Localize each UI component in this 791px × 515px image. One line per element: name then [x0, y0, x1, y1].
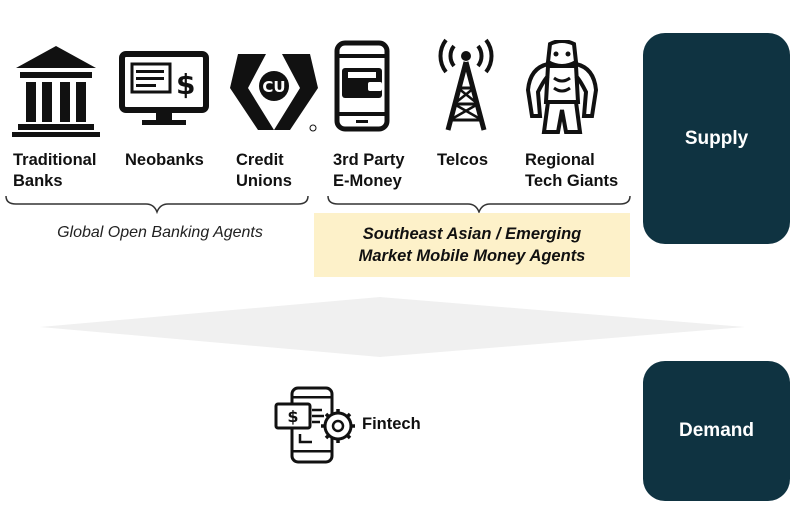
- credit-union-logo-icon: CU: [230, 54, 318, 132]
- label-line: Regional: [525, 151, 595, 169]
- agent-label-credit-unions: Credit Unions: [236, 150, 292, 192]
- agent-label-traditional-banks: Traditional Banks: [13, 150, 96, 192]
- fintech-label: Fintech: [362, 415, 421, 433]
- monitor-dollar-icon: $: [119, 51, 209, 125]
- sea-group-brace: [327, 195, 631, 214]
- label-line: Credit: [236, 151, 284, 169]
- agent-label-third-party-emoney: 3rd Party E-Money: [333, 150, 405, 192]
- global-group-label: Global Open Banking Agents: [57, 224, 263, 241]
- gorilla-icon: [525, 40, 599, 134]
- svg-text:$: $: [176, 68, 195, 101]
- label-line: Banks: [13, 172, 63, 190]
- label-line: E-Money: [333, 172, 402, 190]
- sea-group-label-line: Market Mobile Money Agents: [358, 247, 586, 265]
- svg-text:$: $: [287, 407, 298, 426]
- label-line: Tech Giants: [525, 172, 619, 190]
- label-line: Neobanks: [125, 151, 204, 169]
- phone-wallet-icon: [334, 40, 390, 132]
- label-line: 3rd Party: [333, 151, 405, 169]
- sea-group-label-line: Southeast Asian / Emerging: [362, 225, 582, 243]
- sea-group-label: Southeast Asian / Emerging Market Mobile…: [314, 213, 630, 277]
- label-line: Telcos: [437, 151, 489, 169]
- agent-label-telcos: Telcos: [437, 150, 488, 171]
- supply-demand-divider: [40, 297, 745, 357]
- label-line: Traditional: [13, 151, 97, 169]
- bank-building-icon: [12, 46, 100, 137]
- demand-label: Demand: [679, 420, 754, 441]
- global-group-brace: [5, 195, 309, 214]
- cell-tower-icon: [438, 38, 494, 131]
- fintech-phone-gear-icon: $: [274, 386, 355, 464]
- supply-box: Supply: [643, 33, 790, 244]
- credit-union-logo-text: CU: [262, 78, 285, 96]
- agent-label-neobanks: Neobanks: [125, 150, 204, 171]
- label-line: Unions: [236, 172, 292, 190]
- agent-label-regional-tech-giants: Regional Tech Giants: [525, 150, 618, 192]
- supply-label: Supply: [684, 127, 749, 149]
- demand-box: Demand: [643, 361, 790, 501]
